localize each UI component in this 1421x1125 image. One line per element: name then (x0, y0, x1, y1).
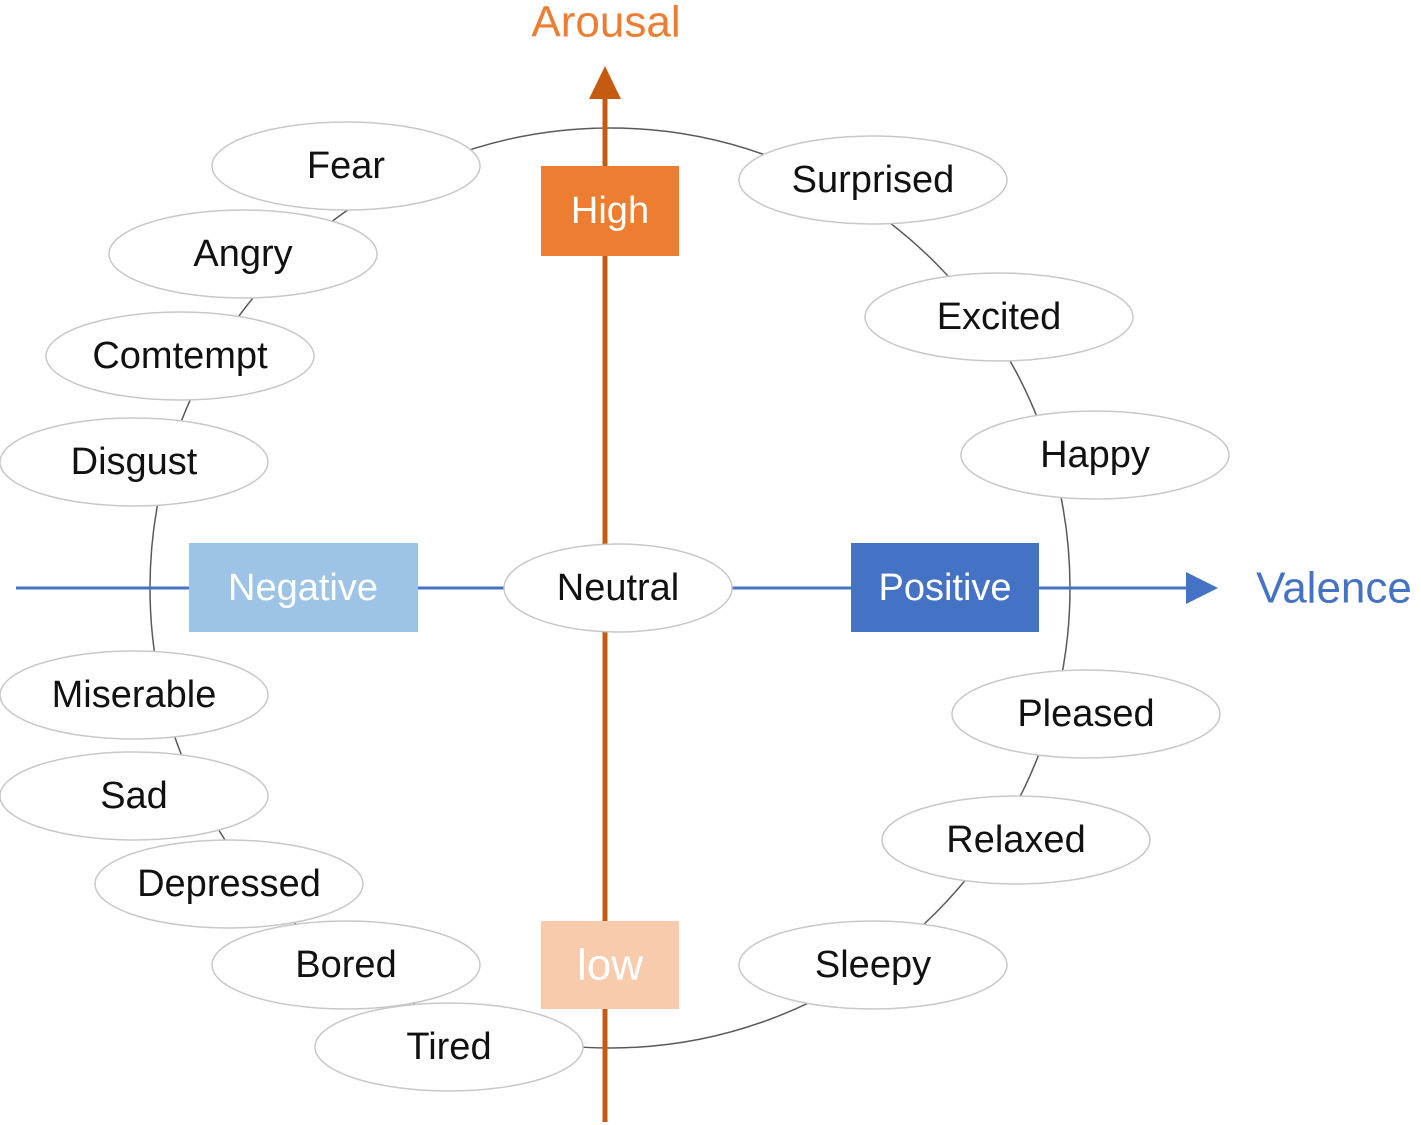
emotion-depressed: Depressed (94, 839, 364, 929)
positive-valence-label: Positive (878, 567, 1011, 609)
neutral-label: Neutral (557, 567, 680, 609)
positive-valence-box: Positive (851, 543, 1039, 632)
emotion-surprised-label: Surprised (792, 159, 955, 201)
valence-arrow-head (1186, 572, 1218, 604)
arousal-arrow-head (589, 66, 621, 99)
emotion-happy: Happy (960, 410, 1230, 500)
emotion-disgust: Disgust (0, 417, 269, 507)
emotion-angry: Angry (108, 209, 378, 299)
emotion-sleepy: Sleepy (738, 920, 1008, 1010)
negative-valence-box: Negative (189, 543, 418, 632)
emotion-excited: Excited (864, 272, 1134, 362)
emotion-sleepy-label: Sleepy (815, 944, 931, 986)
emotion-relaxed-label: Relaxed (946, 819, 1085, 861)
emotion-excited-label: Excited (937, 296, 1062, 338)
arousal-axis-title: Arousal (531, 0, 680, 47)
emotion-tired: Tired (314, 1002, 584, 1092)
high-arousal-label: High (571, 190, 649, 232)
emotion-depressed-label: Depressed (137, 863, 321, 905)
emotion-angry-label: Angry (193, 233, 292, 275)
low-arousal-box: low (541, 921, 679, 1009)
emotion-fear-label: Fear (307, 145, 385, 187)
emotion-fear: Fear (211, 121, 481, 211)
emotion-relaxed: Relaxed (881, 795, 1151, 885)
emotion-sad: Sad (0, 751, 269, 841)
emotion-tired-label: Tired (406, 1026, 491, 1068)
emotion-pleased: Pleased (951, 669, 1221, 759)
high-arousal-box: High (541, 166, 679, 256)
emotion-miserable-label: Miserable (52, 674, 217, 716)
emotion-disgust-label: Disgust (71, 441, 198, 483)
emotion-happy-label: Happy (1040, 434, 1150, 476)
emotion-bored: Bored (211, 920, 481, 1010)
valence-axis-title: Valence (1256, 564, 1412, 613)
emotion-surprised: Surprised (738, 135, 1008, 225)
emotion-sad-label: Sad (100, 775, 168, 817)
emotion-contempt-label: Comtempt (92, 335, 268, 377)
neutral-node: Neutral (503, 543, 733, 633)
emotion-miserable: Miserable (0, 650, 269, 740)
low-arousal-label: low (577, 941, 643, 990)
emotion-contempt: Comtempt (45, 311, 315, 401)
negative-valence-label: Negative (228, 567, 378, 609)
emotion-pleased-label: Pleased (1017, 693, 1154, 735)
emotion-bored-label: Bored (295, 944, 396, 986)
